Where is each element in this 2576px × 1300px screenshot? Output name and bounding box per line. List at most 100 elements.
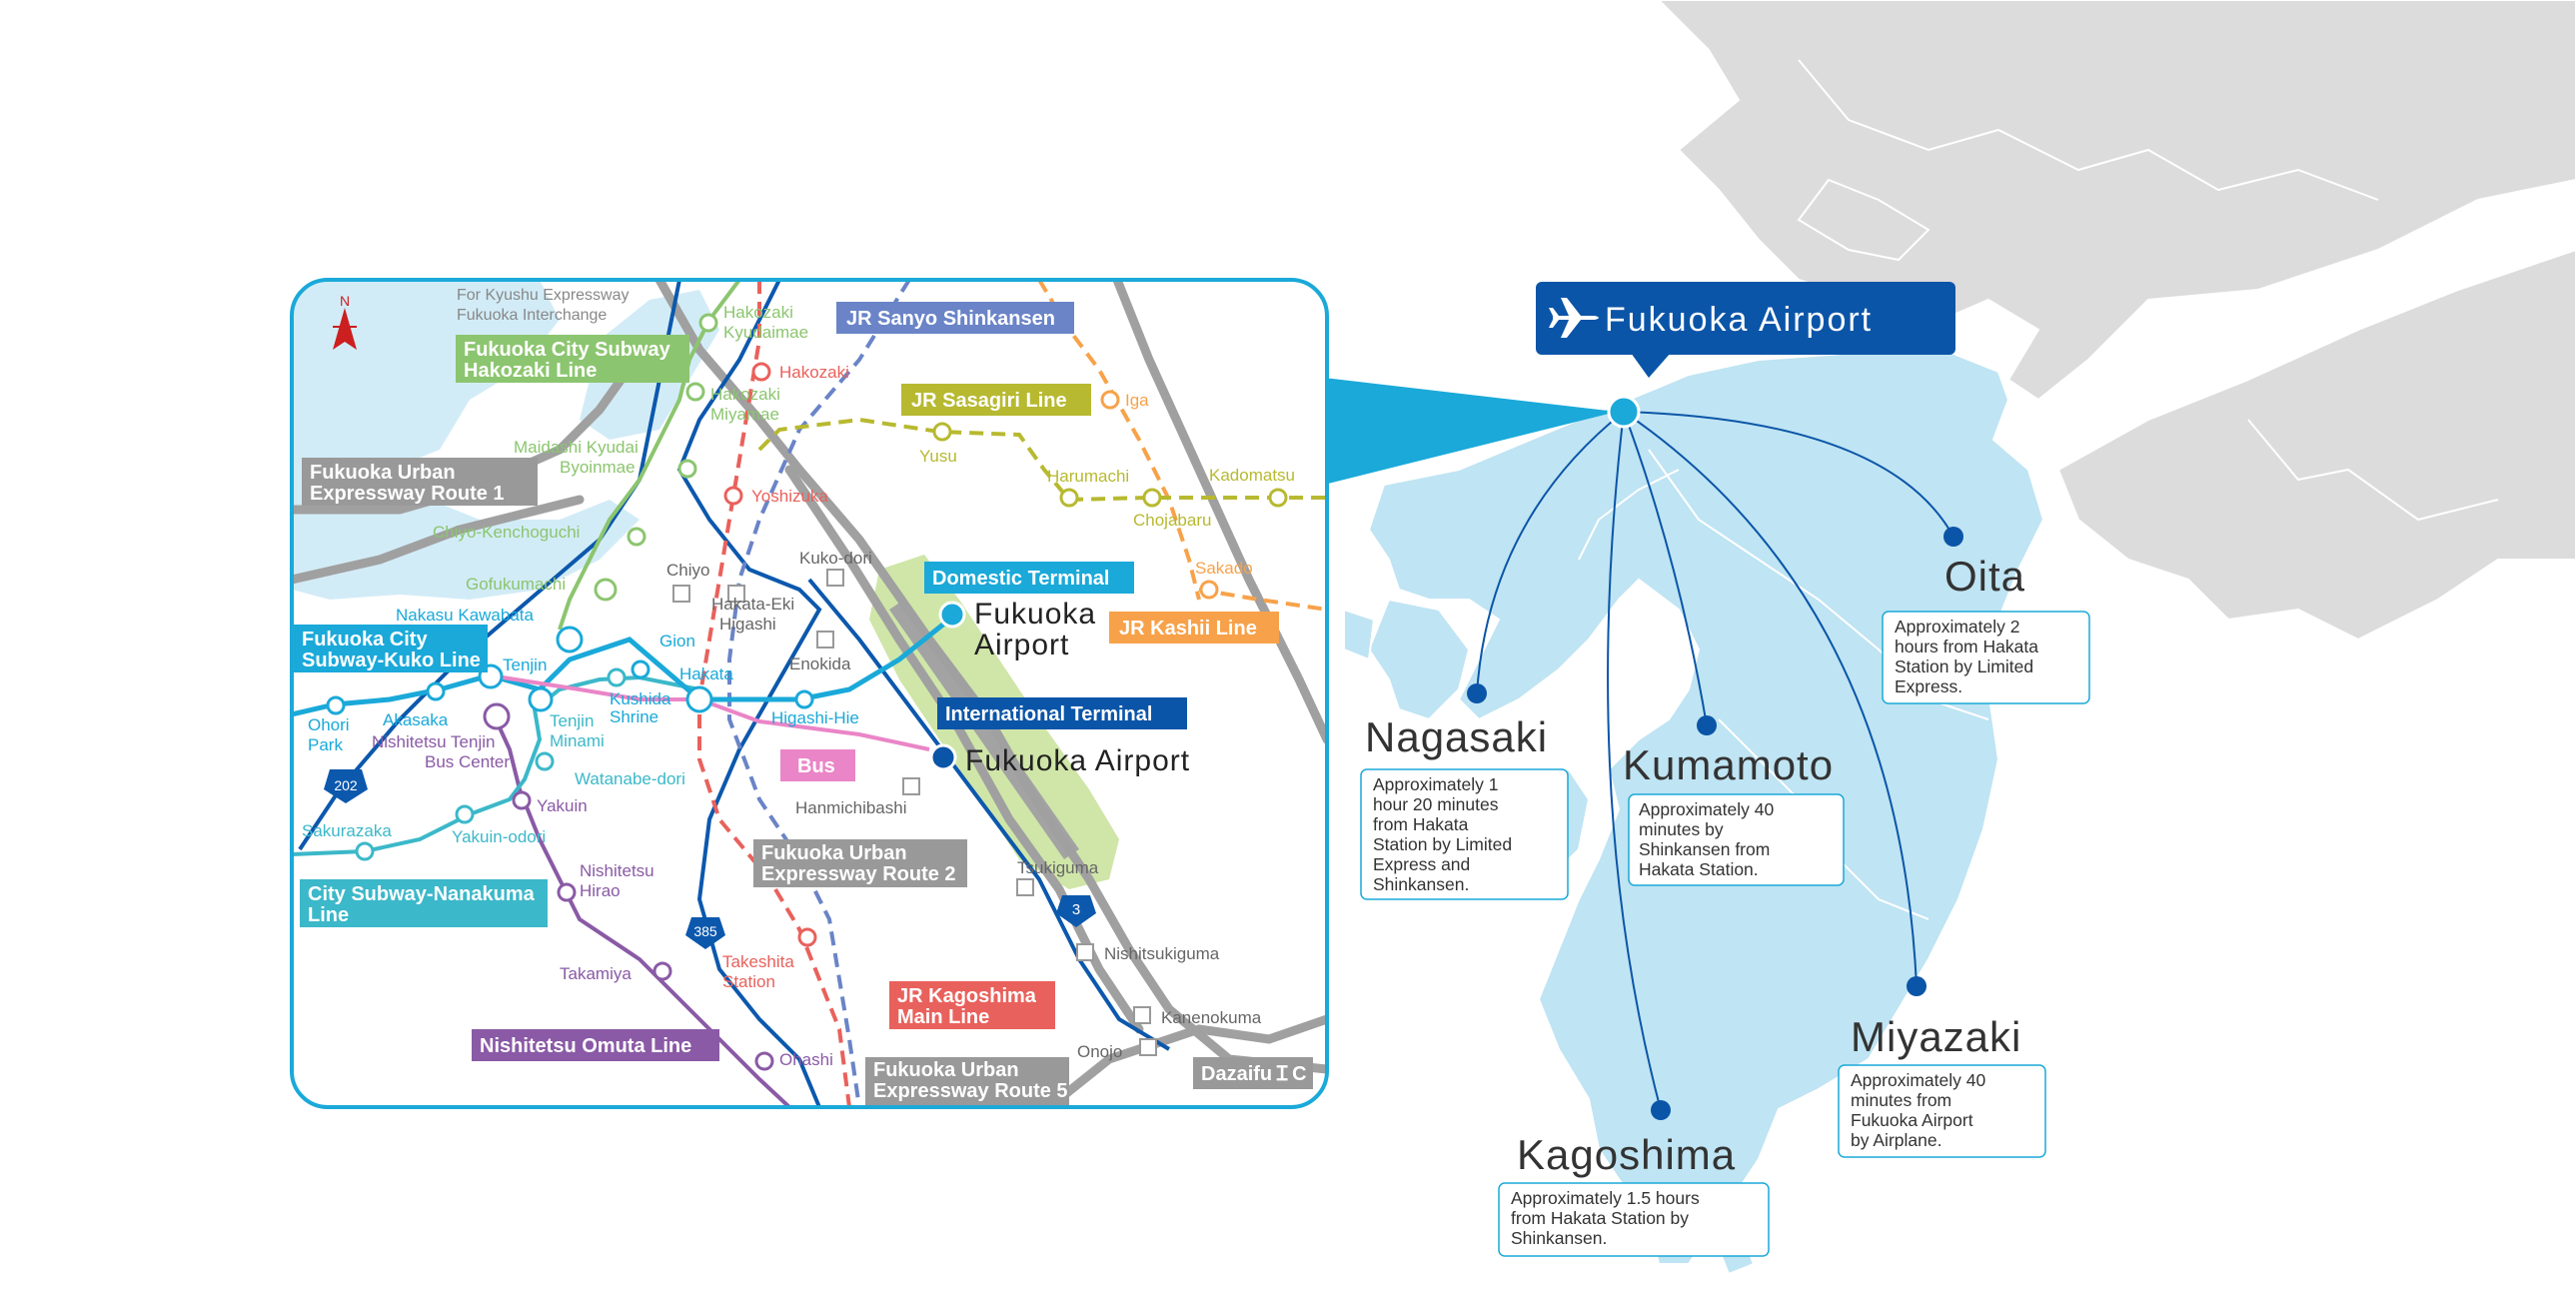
- shikoku-land: [2056, 248, 2576, 642]
- svg-text:N: N: [340, 293, 350, 309]
- svg-text:International Terminal: International Terminal: [945, 703, 1152, 725]
- station-iga: Iga: [1125, 391, 1149, 410]
- destination-kagoshima: Kagoshima Approximately 1.5 hours from H…: [1498, 1131, 1770, 1257]
- station-enokida: Enokida: [789, 654, 851, 673]
- destination-name: Nagasaki: [1365, 713, 1548, 760]
- station-hakozaki: Hakozaki: [779, 363, 849, 382]
- station-chojabaru: Chojabaru: [1133, 511, 1211, 530]
- svg-text:Nishitetsu Omuta Line: Nishitetsu Omuta Line: [480, 1035, 691, 1057]
- station-akasaka: Akasaka: [383, 710, 449, 729]
- svg-text:JR Kashii Line: JR Kashii Line: [1119, 618, 1257, 640]
- station-yakuin: Yakuin: [537, 796, 588, 815]
- route-to-nagasaki: [1476, 411, 1625, 694]
- station-hakata: Hakata: [679, 664, 733, 683]
- destination-description: Approximately 40 minutes by Shinkansen f…: [1639, 799, 1779, 879]
- kuko-line-track: [292, 618, 951, 717]
- station-nakasu-kawabata: Nakasu Kawabata: [396, 606, 535, 625]
- prefecture-border-shikoku: [2247, 419, 2499, 522]
- station-harumachi: Harumachi: [1047, 467, 1129, 486]
- svg-text:3: 3: [1072, 901, 1080, 918]
- inset-frame: [290, 278, 1329, 1109]
- station-hanmichibashi: Hanmichibashi: [795, 798, 907, 817]
- line-tag-bus: Bus: [780, 749, 855, 781]
- station-yoshizuka: Yoshizuka: [751, 487, 828, 506]
- destination-name: Kumamoto: [1623, 741, 1834, 788]
- station-yusu: Yusu: [919, 447, 957, 466]
- north-arrow-icon: N: [333, 293, 357, 350]
- station-onojo: Onojo: [1077, 1042, 1122, 1061]
- station-chiyo: Chiyo: [666, 561, 709, 580]
- kagoshima-dot: [1651, 1100, 1671, 1120]
- nishitetsu-omuta-track: [491, 711, 791, 1107]
- jr-sasaguri-line: [757, 417, 1327, 503]
- station-higashi-hie: Higashi-Hie: [771, 708, 859, 727]
- destination-description: Approximately 2 hours from Hakata Statio…: [1895, 617, 2043, 696]
- station-kanenokuma: Kanenokuma: [1161, 1008, 1262, 1027]
- honshu-tip: [1797, 178, 1931, 262]
- svg-text:Bus: Bus: [797, 755, 835, 777]
- nanakuma-line-track: [292, 674, 700, 856]
- station-ohashi: Ohashi: [779, 1050, 833, 1069]
- destination-description: Approximately 1.5 hours from Hakata Stat…: [1511, 1188, 1705, 1248]
- station-yakuin-odori: Yakuin-odori: [452, 827, 546, 846]
- destination-description: Approximately 1 hour 20 minutes from Hak…: [1373, 774, 1517, 894]
- line-tag-dazaifu-ic: DazaifuＩC: [1193, 1057, 1313, 1089]
- hakozaki-line-track: [558, 280, 741, 631]
- route-lines: [1476, 411, 1954, 1111]
- domestic-terminal-dot: [938, 601, 966, 629]
- domestic-terminal-tag: Domestic Terminal: [924, 562, 1134, 594]
- station-nishitsukiguma: Nishitsukiguma: [1104, 944, 1220, 963]
- svg-text:Domestic Terminal: Domestic Terminal: [932, 568, 1109, 590]
- station-tsukiguma: Tsukiguma: [1017, 858, 1099, 877]
- station-sakado: Sakado: [1195, 559, 1253, 578]
- line-tag-sasaguri: JR Sasagiri Line: [901, 384, 1091, 416]
- svg-text:JR Sanyo Shinkansen: JR Sanyo Shinkansen: [846, 308, 1055, 330]
- station-sakurazaka: Sakurazaka: [302, 821, 392, 840]
- station-chiyo-kenchoguchi: Chiyo-Kenchoguchi: [433, 523, 580, 542]
- station-kuko-dori: Kuko-dori: [799, 549, 872, 568]
- svg-text:DazaifuＩC: DazaifuＩC: [1201, 1063, 1307, 1085]
- prefecture-border-3: [1578, 469, 1680, 561]
- route-to-miyazaki: [1623, 411, 1918, 987]
- line-tag-kashii: JR Kashii Line: [1109, 612, 1279, 644]
- destination-oita: Oita Approximately 2 hours from Hakata S…: [1882, 553, 2090, 704]
- oita-dot: [1943, 527, 1963, 547]
- route-to-oita: [1623, 411, 1954, 538]
- destination-nagasaki: Nagasaki Approximately 1 hour 20 minutes…: [1360, 713, 1569, 900]
- airplane-icon: [1549, 298, 1599, 338]
- international-terminal-dot: [929, 743, 957, 771]
- callout-wedge: [1324, 378, 1617, 485]
- station-kadomatsu: Kadomatsu: [1209, 466, 1295, 485]
- destination-miyazaki: Miyazaki Approximately 40 minutes from F…: [1838, 1013, 2046, 1158]
- route-to-kumamoto: [1623, 411, 1708, 726]
- airport-callout-label: Fukuoka Airport: [1605, 301, 1873, 339]
- kumamoto-dot: [1697, 715, 1717, 735]
- route-shield-3: 3: [1056, 895, 1096, 927]
- destination-description: Approximately 40 minutes from Fukuoka Ai…: [1851, 1070, 1990, 1150]
- international-terminal-name: Fukuoka Airport: [965, 744, 1190, 777]
- svg-text:385: 385: [693, 923, 717, 939]
